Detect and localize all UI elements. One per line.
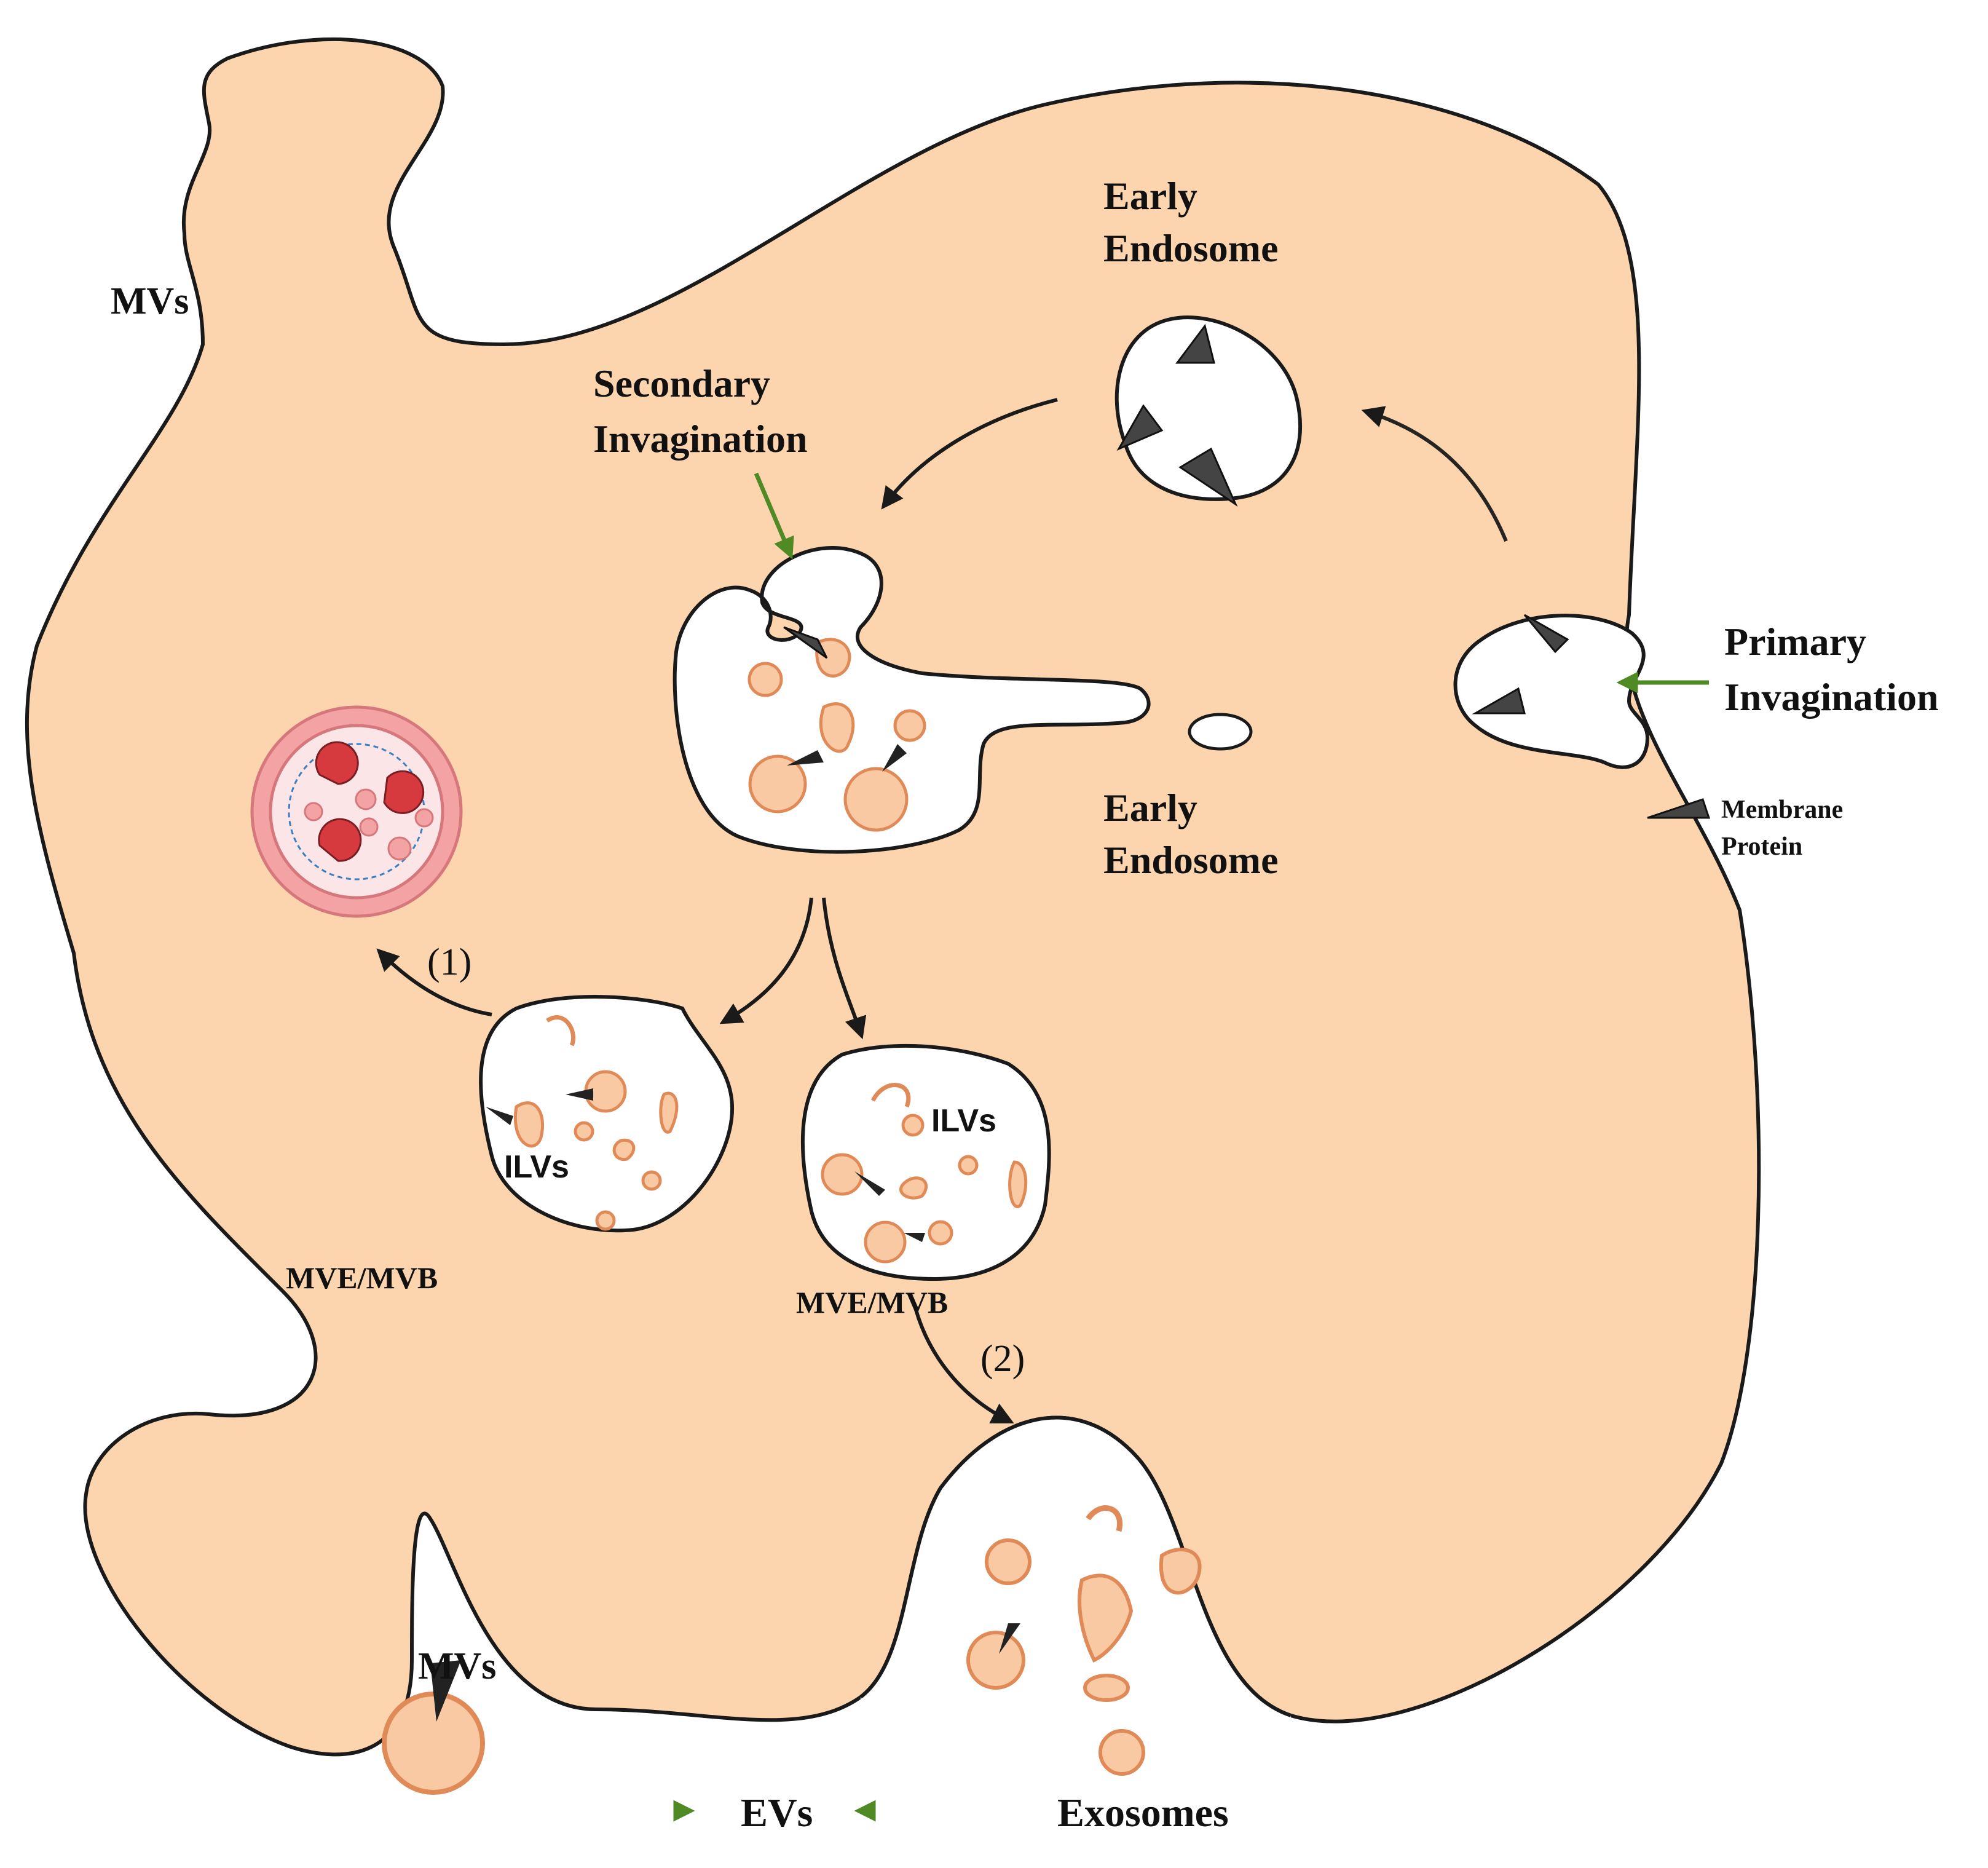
exosome [1086,1505,1123,1532]
label-primary-invagination-1: Primary [1724,620,1866,663]
label-membrane-protein-2: Protein [1721,833,1802,861]
microvesicle [382,1692,485,1795]
primary-invagination-pocket [1453,614,1650,769]
membrane-protein-marker [882,744,907,772]
ilv-vesicle [748,754,807,813]
membrane-protein-marker [783,626,828,659]
membrane-protein-marker [999,1623,1020,1654]
mvb-left [479,995,735,1233]
label-mvs-bottom: MVs [418,1645,496,1687]
ilv-vesicle [819,702,855,753]
ilv-vesicle [659,1091,679,1134]
label-early-endosome-mid-1: Early [1103,786,1197,829]
arrow-to-early-endosome [1361,406,1508,542]
ilv-group-right [821,1083,1028,1264]
label-mvs-top: MVs [111,280,189,322]
label-early-endosome-top-2: Endosome [1103,226,1279,270]
ilv-group-left [513,1015,679,1231]
membrane-protein-marker [1647,798,1711,819]
ilv-vesicle [546,1015,576,1047]
label-secondary-invagination-2: Invagination [593,417,808,461]
exocytosis-notch-outline [859,1415,1292,1717]
arrow-to-mvb-right [822,897,867,1040]
exosome [1159,1548,1202,1595]
membrane-protein-marker [486,1107,513,1125]
lysosome [250,705,463,918]
label-early-endosome-mid-2: Endosome [1103,838,1279,882]
membrane-protein-marker [430,1660,461,1722]
early-endosome-top [1114,315,1303,501]
label-mve-mvb-right: MVE/MVB [796,1285,948,1320]
membrane-protein-marker [1116,404,1164,451]
exosome [985,1538,1031,1585]
ilv-vesicle [641,1170,662,1191]
membrane-protein-marker [1178,447,1238,507]
ilv-vesicle [747,662,783,697]
ilv-vesicle [928,1220,953,1246]
membrane-protein-marker [566,1088,593,1101]
ilv-vesicle [870,1083,911,1108]
ilv-vesicle [821,1153,864,1196]
label-mve-mvb-left: MVE/MVB [286,1261,438,1295]
label-exosomes: Exosomes [1057,1791,1229,1835]
arrow-to-exocytosis [914,1309,1014,1423]
ilv-vesicle [1008,1160,1028,1208]
ilv-vesicle [574,1121,594,1142]
membrane-protein-marker [854,1171,885,1196]
membrane-protein-marker [904,1233,925,1242]
membrane-protein-marker [787,750,824,766]
membrane-protein-marker [1523,614,1569,654]
ilv-vesicle [899,1176,928,1200]
label-membrane-protein-1: Membrane [1721,796,1843,824]
arrow-to-secondary-invagination [881,398,1058,510]
exocytosis-notch [861,1417,1291,1868]
ilv-vesicle [843,767,909,832]
arrow-to-mvb-left [719,897,813,1024]
pathway-arrows [376,398,1508,1423]
green-arrows [516,472,1709,1822]
cell-body [25,37,1761,1757]
membrane-protein-marker [1175,323,1215,364]
label-primary-invagination-2: Invagination [1724,675,1939,719]
label-evs: EVs [741,1791,813,1835]
ilv-vesicle [612,1138,636,1162]
label-ilvs-right: ILVs [931,1103,996,1139]
small-early-endosome [1188,713,1253,751]
label-step-2: (2) [980,1338,1025,1380]
ilv-vesicle [513,1101,545,1148]
label-ilvs-left: ILVs [504,1149,569,1185]
exosome [1083,1674,1130,1702]
membrane-protein-marker [1472,687,1526,714]
arrow-secondary-invagination [754,472,794,560]
ilv-vesicle [595,1210,616,1231]
mvb-right [800,1043,1051,1281]
exosome-group [966,1505,1202,1776]
ilv-vesicle [958,1155,979,1176]
ilv-vesicle [864,1221,907,1264]
ilv-group-middle [747,638,926,832]
arrow-to-lysosome [376,948,492,1016]
ilv-vesicle [901,1114,925,1137]
ilv-vesicle [815,638,851,678]
ilv-vesicle [893,709,926,742]
label-secondary-invagination-1: Secondary [593,362,770,405]
exosome [1078,1573,1134,1663]
exosome [966,1631,1025,1690]
exosome [1099,1729,1145,1776]
label-step-1: (1) [427,941,471,983]
label-early-endosome-top-1: Early [1103,174,1197,218]
